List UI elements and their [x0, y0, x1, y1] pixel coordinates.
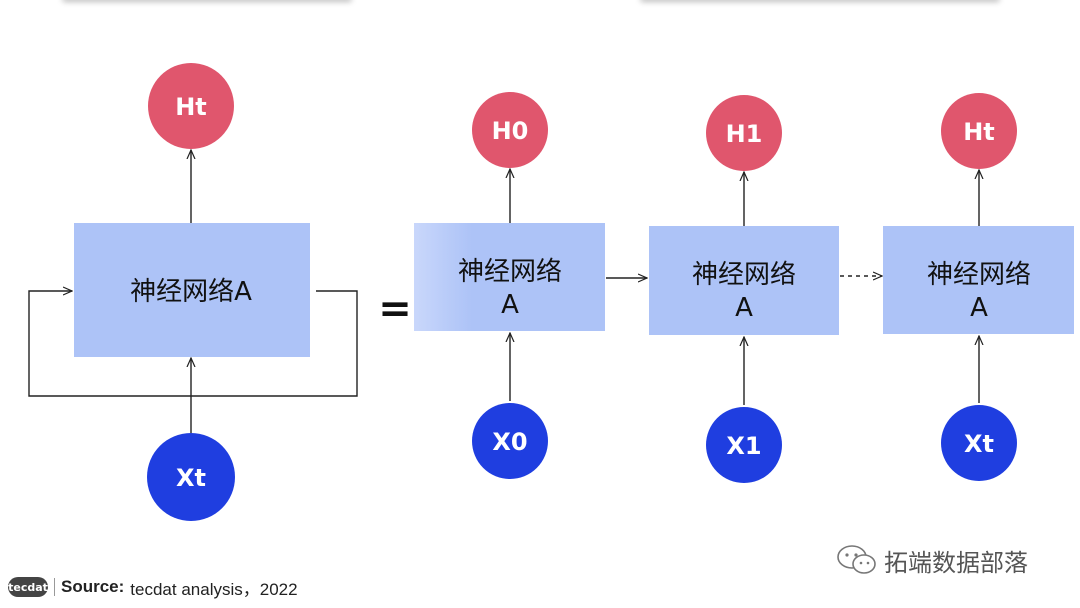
input-node-label: X1: [726, 432, 761, 460]
neural-network-box: [883, 226, 1074, 334]
unrolled-step-1: H1 神经网络 A X1: [649, 95, 839, 483]
source-text: tecdat analysis，2022: [130, 579, 298, 599]
neural-network-box: [74, 223, 310, 357]
input-node-x1: [706, 407, 782, 483]
folded-rnn: Ht 神经网络A Xt: [28, 63, 358, 521]
input-node-x0: [472, 403, 548, 479]
neural-network-label: 神经网络A: [130, 277, 252, 307]
output-node-label: Ht: [963, 118, 995, 146]
output-node-ht: [941, 93, 1017, 169]
output-node-label: H0: [492, 117, 529, 145]
wechat-watermark: 拓端数据部落: [836, 540, 1028, 580]
input-node-label: X0: [492, 428, 527, 456]
output-node-label: Ht: [175, 93, 207, 121]
input-node-xt: [147, 433, 235, 521]
neural-network-label-line1: 神经网络: [458, 257, 562, 287]
neural-network-label-line1: 神经网络: [692, 260, 796, 290]
equals-sign: =: [378, 286, 412, 332]
output-node-h0: [472, 92, 548, 168]
neural-network-box: [649, 226, 839, 335]
watermark-text: 拓端数据部落: [884, 548, 1028, 577]
output-node-h1: [706, 95, 782, 171]
recurrent-loop: [28, 291, 358, 397]
input-node-label: Xt: [176, 464, 206, 492]
input-node-xt: [941, 405, 1017, 481]
source-label: Source:: [61, 577, 125, 596]
unrolled-step-t: Ht 神经网络 A Xt: [883, 93, 1074, 481]
neural-network-label-line1: 神经网络: [927, 260, 1031, 290]
unrolled-step-0: H0 神经网络 A X0: [414, 92, 605, 479]
output-node-ht: [148, 63, 234, 149]
wechat-icon: [837, 545, 876, 574]
neural-network-label-line2: A: [735, 293, 753, 323]
output-node-label: H1: [726, 120, 763, 148]
neural-network-label-line2: A: [970, 293, 988, 323]
tecdat-logo: tecdat: [8, 577, 48, 597]
neural-network-label-line2: A: [501, 290, 519, 320]
logo-divider: [54, 578, 55, 596]
source-footer: tecdat Source: tecdat analysis，2022: [8, 576, 298, 599]
neural-network-box: [414, 223, 605, 331]
input-node-label: Xt: [964, 430, 994, 458]
